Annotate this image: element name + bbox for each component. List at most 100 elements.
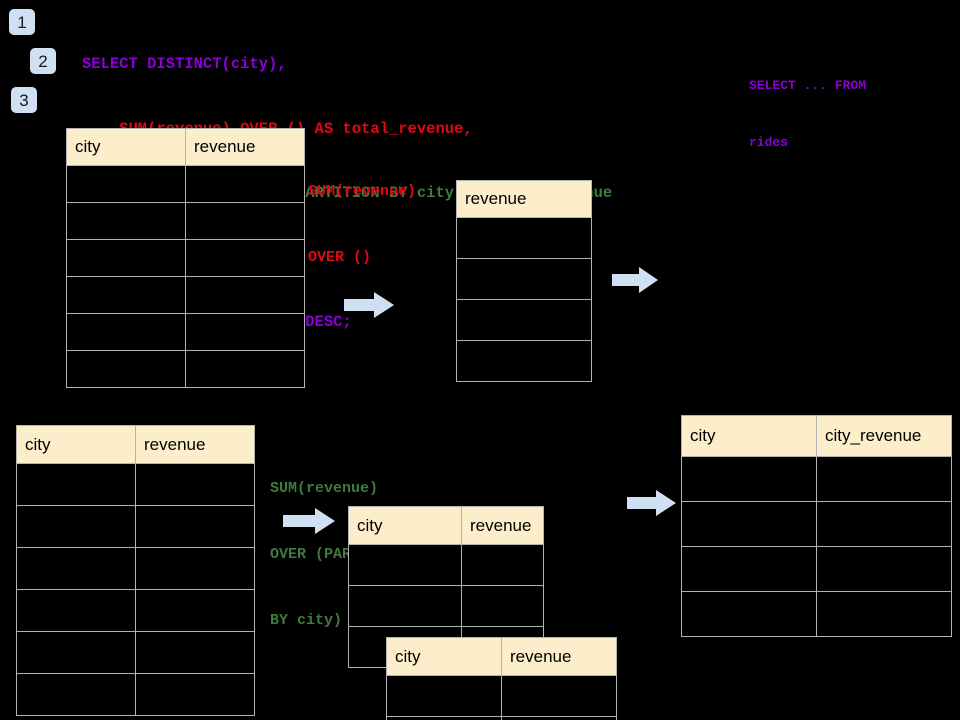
cell-revenue (456, 299, 592, 341)
column-header-city: city (681, 415, 817, 457)
column-header-revenue: revenue (456, 180, 592, 218)
column-header-revenue: revenue (135, 425, 255, 464)
table-row (456, 258, 592, 300)
cell-city (681, 546, 817, 592)
cell-city (66, 239, 186, 277)
table-row (386, 675, 617, 717)
table-row (456, 340, 592, 382)
column-header-revenue: revenue (461, 506, 544, 545)
table-row (66, 350, 305, 388)
table-row (16, 505, 255, 548)
table-row (16, 463, 255, 506)
cell-city (66, 276, 186, 314)
cell-revenue (185, 165, 305, 203)
table-row (681, 456, 952, 502)
side-note-line-1: SELECT ... FROM (749, 78, 867, 93)
table-header-row: city revenue (66, 128, 305, 166)
annotation-total-window-line-1: SUM(revenue) (308, 183, 417, 200)
step-badge-2[interactable]: 2 (30, 48, 56, 74)
table-header-row: revenue (456, 180, 592, 218)
table-row (456, 299, 592, 341)
table-row (681, 591, 952, 637)
column-header-revenue: revenue (185, 128, 305, 166)
cell-city (386, 675, 502, 717)
cell-revenue (135, 673, 255, 716)
table-source-bottom: city revenue (16, 425, 255, 716)
cell-revenue (185, 276, 305, 314)
cell-city-revenue (816, 456, 952, 502)
cell-city (66, 350, 186, 388)
column-header-revenue: revenue (501, 637, 617, 676)
cell-revenue (135, 505, 255, 548)
table-row (16, 589, 255, 632)
table-header-row: city revenue (16, 425, 255, 464)
arrow-source-to-partition (283, 506, 335, 536)
table-result: city city_revenue (681, 415, 952, 637)
cell-city-revenue (816, 591, 952, 637)
table-row (456, 217, 592, 259)
table-row (66, 313, 305, 351)
table-header-row: city revenue (386, 637, 617, 676)
cell-city (66, 313, 186, 351)
column-header-city: city (386, 637, 502, 676)
cell-revenue (501, 675, 617, 717)
cell-revenue (185, 313, 305, 351)
column-header-city: city (66, 128, 186, 166)
annotation-partition-window-line-1: SUM(revenue) (270, 480, 379, 497)
table-row (66, 202, 305, 240)
table-row (66, 239, 305, 277)
cell-revenue (135, 589, 255, 632)
table-row (16, 631, 255, 674)
table-row (66, 276, 305, 314)
side-note-line-2: rides (749, 135, 789, 150)
table-source-top: city revenue (66, 128, 305, 388)
cell-city (66, 202, 186, 240)
column-header-city: city (16, 425, 136, 464)
arrow-source-to-total (344, 290, 394, 320)
cell-city (348, 544, 462, 586)
annotation-total-window-line-2: OVER () (308, 249, 372, 266)
arrow-partition-to-result (627, 488, 676, 518)
step-badge-2-label: 2 (38, 51, 48, 71)
cell-city (681, 501, 817, 547)
table-row (681, 546, 952, 592)
cell-city (16, 505, 136, 548)
step-badge-3[interactable]: 3 (11, 87, 37, 113)
step-badge-1-label: 1 (17, 12, 27, 32)
cell-revenue (135, 463, 255, 506)
table-row (386, 716, 617, 720)
cell-city (16, 547, 136, 590)
cell-city-revenue (816, 501, 952, 547)
column-header-city: city (348, 506, 462, 545)
table-row (16, 547, 255, 590)
cell-revenue (456, 258, 592, 300)
cell-city (16, 589, 136, 632)
cell-revenue (135, 631, 255, 674)
cell-revenue (185, 202, 305, 240)
cell-revenue (456, 340, 592, 382)
cell-city (16, 673, 136, 716)
cell-city (348, 585, 462, 627)
table-total-revenue: revenue (456, 180, 592, 382)
step-badge-3-label: 3 (19, 90, 29, 110)
table-row (66, 165, 305, 203)
cell-city (16, 463, 136, 506)
table-row (16, 673, 255, 716)
side-note-select-from: SELECT ... FROM rides (749, 38, 866, 190)
cell-revenue (185, 239, 305, 277)
sql-line-select: SELECT DISTINCT(city), (82, 55, 287, 73)
column-header-city-revenue: city_revenue (816, 415, 952, 457)
cell-city (681, 456, 817, 502)
table-row (348, 544, 544, 586)
cell-revenue (461, 585, 544, 627)
annotation-partition-window-line-3: BY city) (270, 612, 343, 629)
cell-revenue (456, 217, 592, 259)
table-header-row: city city_revenue (681, 415, 952, 457)
cell-city-revenue (816, 546, 952, 592)
table-row (681, 501, 952, 547)
cell-revenue (461, 544, 544, 586)
cell-city (66, 165, 186, 203)
step-badge-1[interactable]: 1 (9, 9, 35, 35)
cell-city (681, 591, 817, 637)
